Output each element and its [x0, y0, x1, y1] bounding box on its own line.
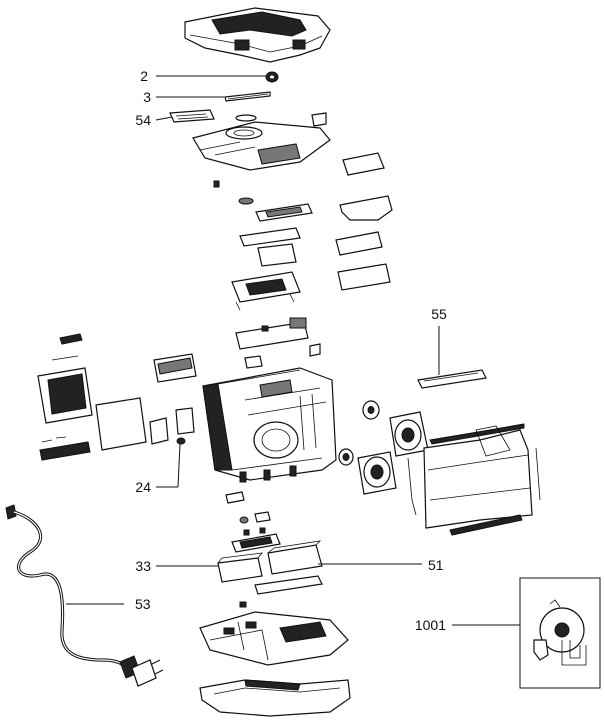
callout-54: 54	[135, 112, 151, 128]
callout-33: 33	[135, 558, 151, 574]
part-54-label-plate	[169, 109, 215, 123]
callout-labels: 2 3 54 55 24 33 51 53 1001	[135, 68, 447, 633]
small-clip	[311, 112, 327, 127]
leader-lines	[66, 75, 520, 626]
callout-51: 51	[428, 557, 444, 573]
lower-plate	[239, 575, 323, 608]
bottom-frame	[199, 679, 351, 717]
part-3-rod	[224, 91, 271, 102]
callout-24: 24	[135, 479, 151, 495]
main-housing: metabo	[202, 367, 337, 483]
lower-small-parts	[225, 491, 281, 553]
top-housing-panel	[192, 114, 331, 171]
top-handle-frame	[184, 7, 331, 63]
part-33-module	[217, 552, 263, 583]
callout-53: 53	[135, 596, 151, 612]
speaker-assembly	[338, 400, 429, 495]
callout-2: 2	[140, 68, 148, 84]
right-cover-grille	[407, 423, 541, 536]
part-2-nut	[265, 71, 279, 83]
bottom-housing	[199, 611, 349, 666]
callout-55: 55	[431, 306, 447, 322]
control-electronics-stack	[213, 180, 321, 369]
callout-3: 3	[143, 89, 151, 105]
part-55-logo-strip	[417, 369, 487, 389]
part-51-module	[267, 540, 323, 575]
display-panels-right	[335, 152, 393, 291]
part-1001-inset	[519, 577, 601, 689]
part-53-power-cord	[5, 504, 164, 687]
left-side-components	[37, 333, 197, 461]
callout-1001: 1001	[415, 617, 446, 633]
